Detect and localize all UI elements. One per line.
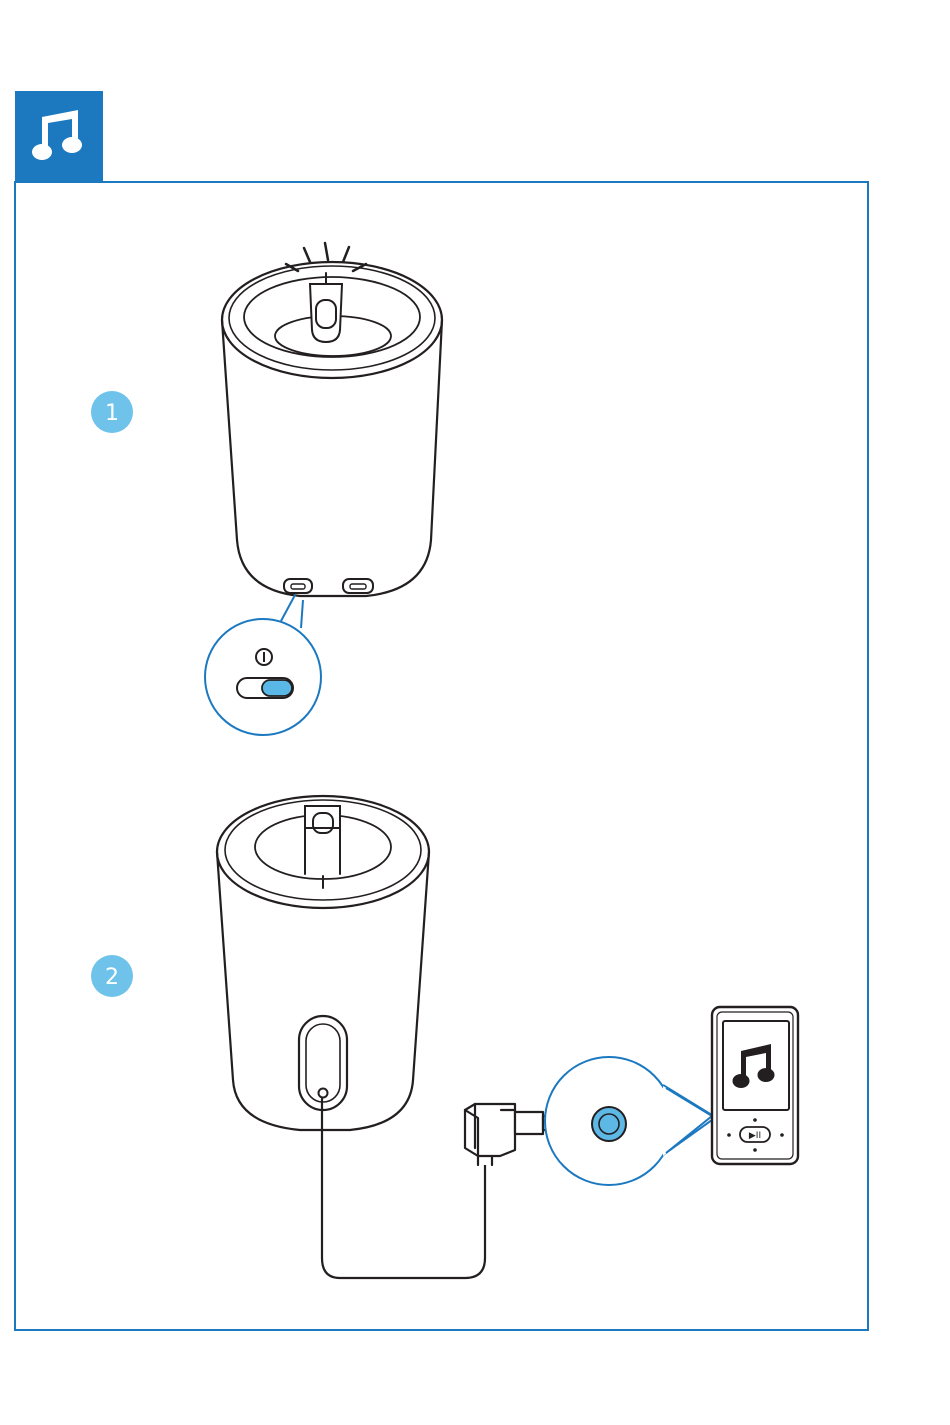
headphone-jack-icon [592,1107,626,1141]
power-switch-toggle[interactable] [237,678,293,698]
media-player: ▶II [712,1007,798,1164]
step-2-marker: 2 [91,955,133,997]
power-switch-magnifier [205,619,321,735]
speaker-2 [217,796,429,1130]
step-1-number: 1 [105,401,119,426]
step-2-number: 2 [105,965,119,990]
headphone-jack-magnifier [545,1057,712,1185]
power-switch-slot [284,579,312,593]
play-pause-button[interactable]: ▶II [740,1127,770,1142]
play-pause-label: ▶II [749,1131,761,1141]
aux-in-socket [319,1089,328,1098]
audio-cable [322,1099,582,1278]
player-screen [723,1021,789,1110]
speaker-1 [222,243,442,596]
header-tab [15,91,103,182]
step-1-marker: 1 [91,391,133,433]
header-tab-background [15,91,103,182]
usb-port [343,579,373,593]
